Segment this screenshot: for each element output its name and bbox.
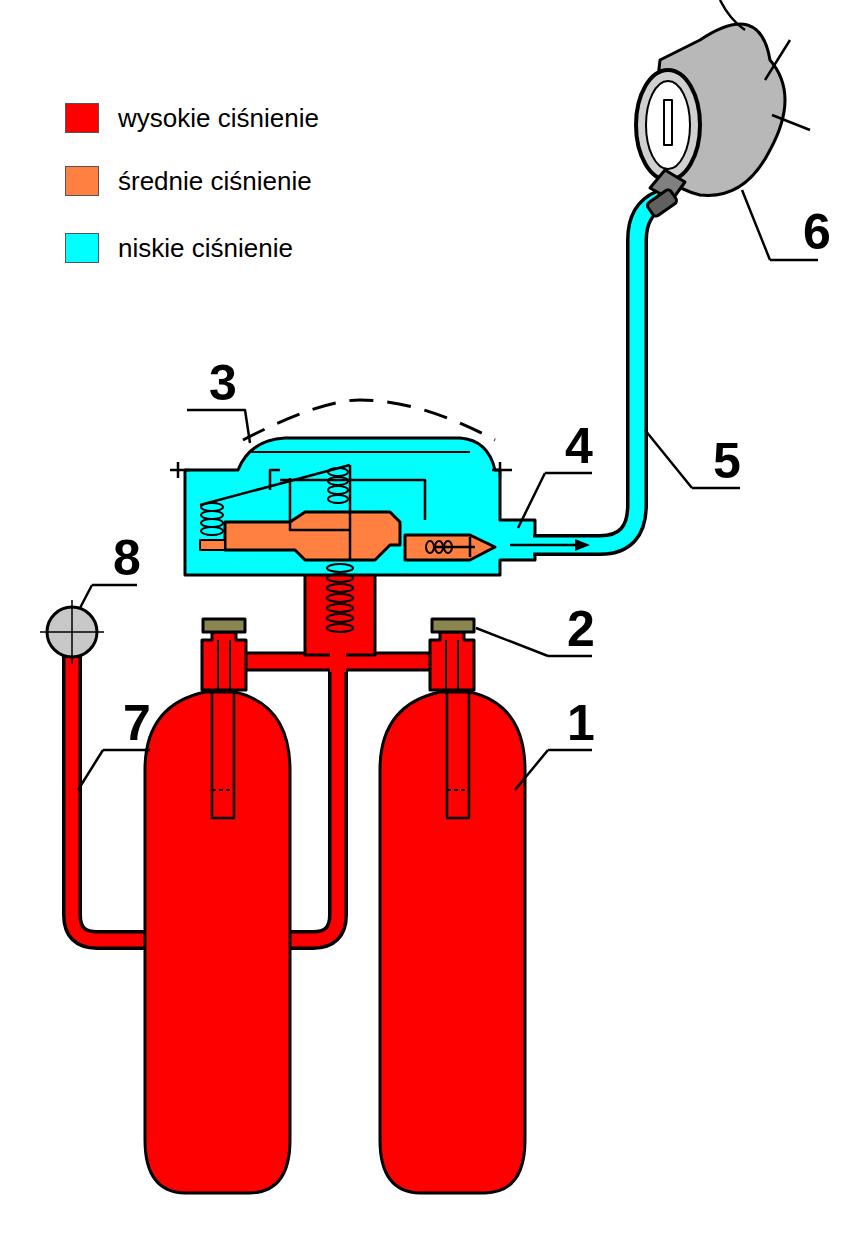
mask-visor	[636, 70, 700, 180]
cylinder-valve	[202, 632, 246, 690]
callout-number: 5	[713, 436, 741, 486]
diaphragm-deflection	[243, 400, 495, 440]
spring-coil	[327, 624, 353, 632]
spring-coil	[328, 468, 348, 476]
spring-coil	[327, 564, 353, 572]
legend-swatch	[65, 103, 99, 133]
spring-coil	[327, 614, 353, 622]
hose-connector	[646, 188, 678, 217]
spring-coil	[444, 541, 452, 553]
valve-knob	[203, 619, 245, 632]
callout-number: 8	[113, 533, 141, 583]
callout-number: 6	[803, 207, 831, 257]
spring-coil	[327, 574, 353, 582]
breathing-hose	[533, 200, 660, 545]
legend-swatch	[65, 166, 99, 196]
medium-pressure-chamber	[225, 512, 400, 560]
spring-coil	[201, 527, 223, 535]
gauge-tube	[72, 655, 150, 940]
callout-number: 7	[123, 698, 151, 748]
callout-number: 2	[567, 604, 595, 654]
spring-coil	[201, 519, 223, 527]
spring-coil	[328, 477, 348, 485]
gas-cylinder	[145, 692, 290, 1193]
spring-coil	[327, 604, 353, 612]
spring-coil	[327, 584, 353, 592]
valve-knob	[432, 619, 474, 632]
legend-text: wysokie ciśnienie	[118, 103, 319, 133]
connecting-pipe	[285, 660, 338, 940]
spring-coil	[426, 541, 434, 553]
legend-swatch	[65, 233, 99, 263]
leader-lines	[78, 190, 818, 790]
callout-number: 1	[567, 698, 595, 748]
legend-text: średnie ciśnienie	[118, 166, 312, 196]
spring-coil	[328, 495, 348, 503]
regulator-housing	[185, 438, 535, 575]
spring-coil	[328, 486, 348, 494]
spring-coil	[201, 511, 223, 519]
cylinder-valve	[430, 632, 474, 690]
legend-text: niskie ciśnienie	[118, 233, 293, 263]
callout-number: 4	[565, 421, 593, 471]
gas-cylinder	[380, 692, 525, 1193]
spring-coil	[327, 594, 353, 602]
spring-coil	[201, 503, 223, 511]
callout-number: 3	[209, 358, 237, 408]
demand-valve	[405, 535, 495, 560]
spring-coil	[435, 541, 443, 553]
